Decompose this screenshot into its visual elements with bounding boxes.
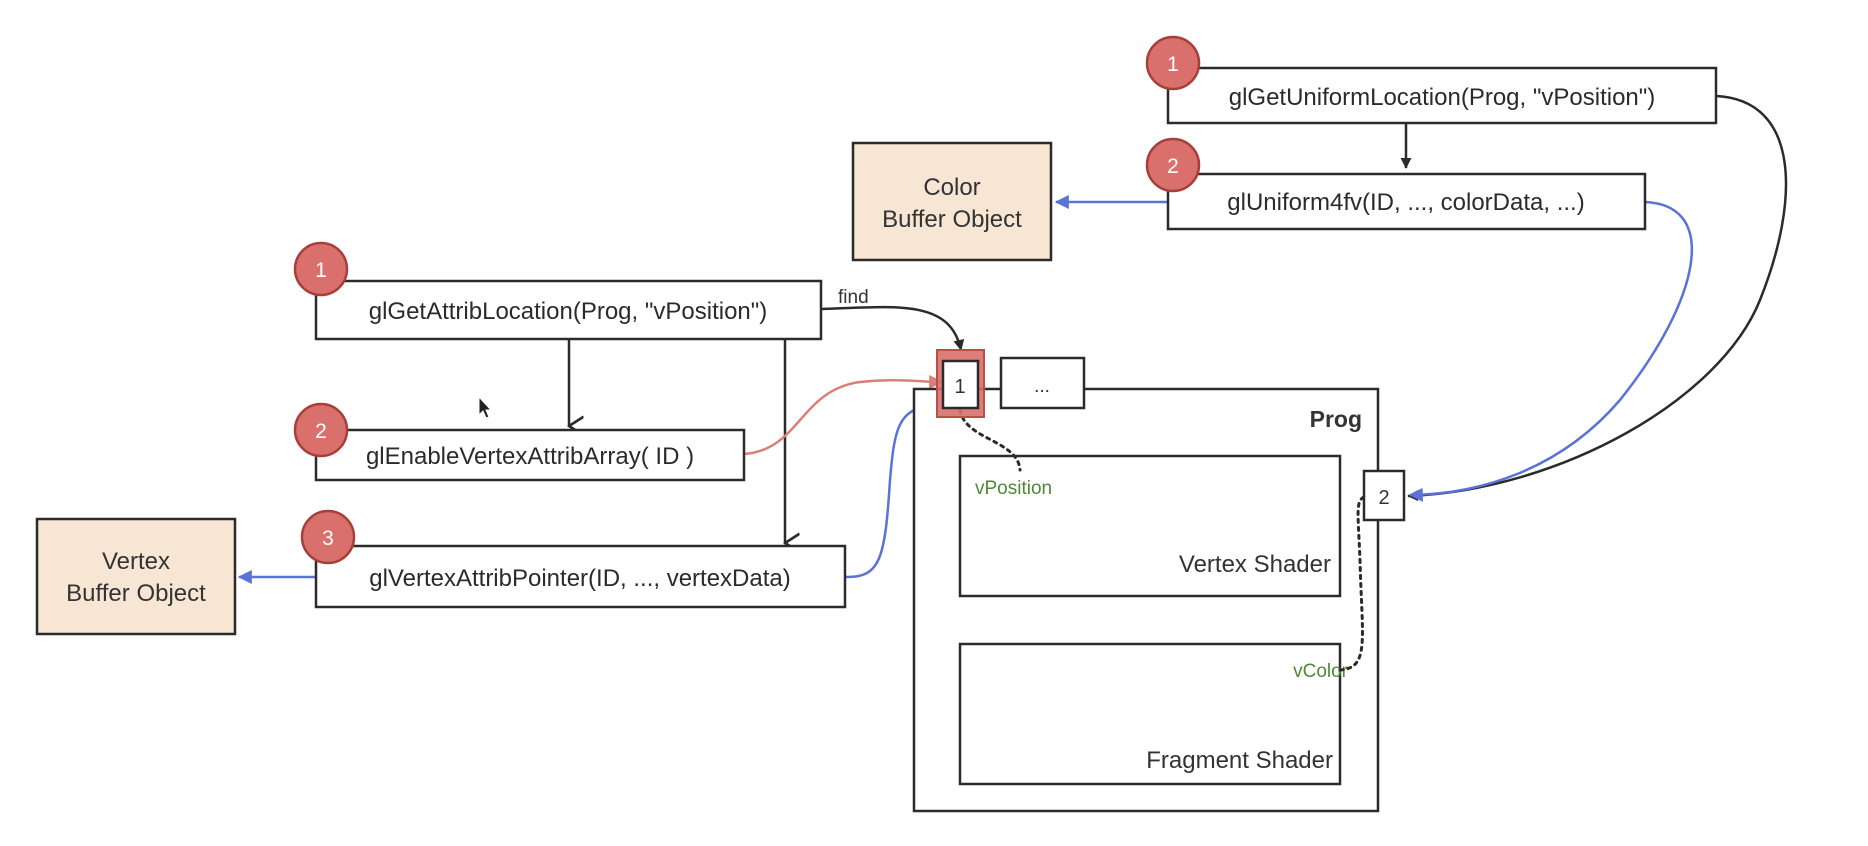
step-badge-attrib-1-label: 1 <box>315 259 327 282</box>
fragment-shader-title: Fragment Shader <box>1146 747 1333 774</box>
step-badge-attrib-3: 3 <box>300 509 356 565</box>
vertex-shader-title: Vertex Shader <box>1179 551 1331 578</box>
gl-vertex-attrib-pointer-box: glVertexAttribPointer(ID, ..., vertexDat… <box>314 544 847 609</box>
arrow-find-to-slot-1 <box>820 305 965 351</box>
vcolor-variable: vColor <box>1293 661 1349 682</box>
arrow-uniform-location-to-slot-2 <box>1407 94 1788 502</box>
step-badge-uniform-2: 2 <box>1145 137 1201 193</box>
find-label: find <box>838 287 869 308</box>
vertex-buffer-object: Vertex Buffer Object <box>35 517 237 636</box>
arrow-enable-to-slot-1 <box>743 374 944 456</box>
gl-uniform4fv-box: glUniform4fv(ID, ..., colorData, ...) <box>1166 172 1647 231</box>
step-badge-uniform-2-label: 2 <box>1167 155 1179 178</box>
gl-get-uniform-location-text: glGetUniformLocation(Prog, "vPosition") <box>1229 84 1656 111</box>
uniform-slot-2-label: 2 <box>1378 487 1389 509</box>
vertex-buffer-line1: Vertex <box>102 548 170 575</box>
mouse-cursor-icon <box>478 395 493 419</box>
gl-get-attrib-location-text: glGetAttribLocation(Prog, "vPosition") <box>369 298 768 325</box>
step-badge-uniform-1: 1 <box>1145 35 1201 91</box>
fragment-shader-box: Fragment Shader vColor <box>958 642 1349 786</box>
color-buffer-line1: Color <box>923 174 980 201</box>
gl-uniform4fv-text: glUniform4fv(ID, ..., colorData, ...) <box>1227 189 1584 216</box>
attrib-slot-more: ... <box>999 356 1086 410</box>
color-buffer-line2: Buffer Object <box>882 206 1022 233</box>
gl-get-uniform-location-box: glGetUniformLocation(Prog, "vPosition") <box>1166 66 1718 125</box>
attrib-slot-more-label: ... <box>1034 376 1050 397</box>
vposition-variable: vPosition <box>975 478 1052 499</box>
gl-get-attrib-location-box: glGetAttribLocation(Prog, "vPosition") <box>314 279 823 341</box>
arrow-uniform4fv-to-slot-2 <box>1408 200 1694 502</box>
step-badge-attrib-3-label: 3 <box>322 527 334 550</box>
program-title: Prog <box>1310 406 1362 432</box>
dotted-link-slot-1-to-vposition <box>958 408 1022 472</box>
step-badge-attrib-2: 2 <box>293 402 349 458</box>
uniform-slot-2: 2 <box>1362 469 1406 522</box>
gl-enable-vertex-attrib-array-box: glEnableVertexAttribArray( ID ) <box>314 428 746 482</box>
attrib-slot-1-label: 1 <box>954 376 965 398</box>
color-buffer-object: Color Buffer Object <box>851 141 1053 262</box>
arrow-pointer-to-slot-1 <box>844 397 944 579</box>
vertex-shader-box: Vertex Shader vPosition <box>958 454 1342 598</box>
step-badge-attrib-1: 1 <box>293 241 349 297</box>
step-badge-attrib-2-label: 2 <box>315 420 327 443</box>
vertex-buffer-line2: Buffer Object <box>66 580 206 607</box>
gl-vertex-attrib-pointer-text: glVertexAttribPointer(ID, ..., vertexDat… <box>369 565 791 592</box>
gl-enable-vertex-attrib-array-text: glEnableVertexAttribArray( ID ) <box>366 443 694 470</box>
dotted-link-vcolor-to-slot-2 <box>1338 494 1368 672</box>
step-badge-uniform-1-label: 1 <box>1167 53 1179 76</box>
attrib-slot-1: 1 <box>936 349 985 418</box>
